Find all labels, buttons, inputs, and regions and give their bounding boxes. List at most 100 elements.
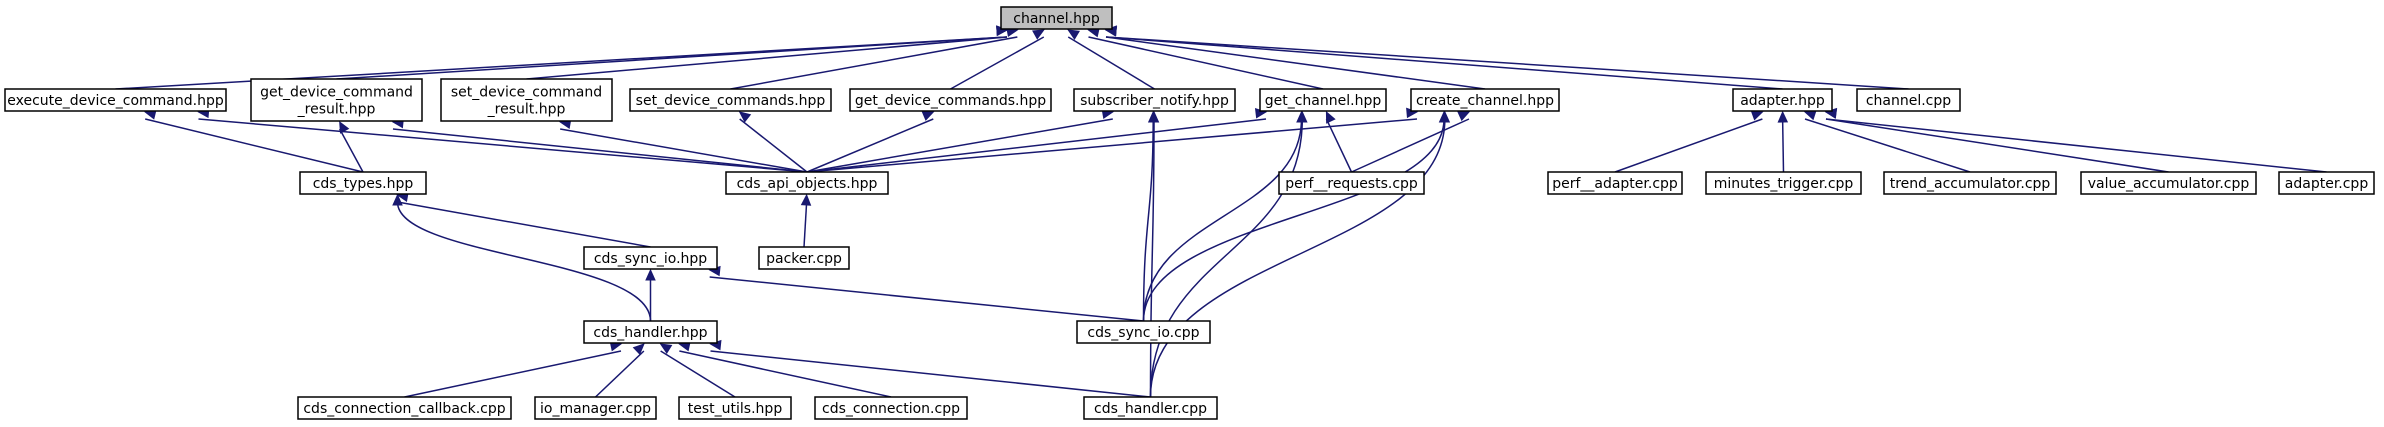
node-box <box>2080 171 2257 195</box>
node-perf-adapter[interactable]: perf__adapter.cpp <box>1547 171 1683 195</box>
edge-line <box>1142 118 1154 322</box>
node-cds-types[interactable]: cds_types.hpp <box>299 171 427 195</box>
node-box <box>1883 171 2057 195</box>
edge-line <box>1067 36 1155 90</box>
node-box <box>629 88 832 112</box>
node-label: subscriber_notify.hpp <box>1080 93 1229 109</box>
node-label: adapter.hpp <box>1740 93 1825 109</box>
arrow-head <box>1067 29 1080 40</box>
node-adapter-cpp[interactable]: adapter.cpp <box>2278 171 2375 195</box>
arrow-head <box>1750 110 1764 121</box>
node-label: get_device_command <box>260 85 413 101</box>
edges-layer <box>115 25 2327 398</box>
edge-line <box>1142 118 1303 322</box>
node-test-utils[interactable]: test_utils.hpp <box>678 396 792 420</box>
node-cds-handler-hpp[interactable]: cds_handler.hpp <box>583 320 718 344</box>
node-create-channel[interactable]: create_channel.hpp <box>1410 88 1560 112</box>
edge-get_channel-to-channel_hpp <box>1087 27 1324 90</box>
arrow-head <box>921 111 935 121</box>
node-execute-device-command[interactable]: execute_device_command.hpp <box>4 88 227 112</box>
edge-line <box>1351 118 1470 173</box>
node-box <box>678 396 792 420</box>
node-io-manager[interactable]: io_manager.cpp <box>534 396 657 420</box>
node-cds-sync-io-hpp[interactable]: cds_sync_io.hpp <box>583 246 718 270</box>
node-channel-cpp[interactable]: channel.cpp <box>1856 88 1961 112</box>
node-label: channel.cpp <box>1866 93 1951 109</box>
edge-line <box>806 118 1267 173</box>
node-box <box>1547 171 1683 195</box>
edge-line <box>679 350 892 398</box>
arrow-head <box>645 268 656 281</box>
node-get-device-commands[interactable]: get_device_commands.hpp <box>849 88 1052 112</box>
node-cds-handler-cpp[interactable]: cds_handler.cpp <box>1083 396 1218 420</box>
edge-cds_api_objects-to-get_device_command_result <box>391 117 808 173</box>
node-label: set_device_command <box>451 85 602 101</box>
edge-cds_api_objects-to-get_channel <box>806 107 1268 173</box>
edge-adapter_hpp-to-channel_hpp <box>1104 25 1783 90</box>
node-minutes-trigger[interactable]: minutes_trigger.cpp <box>1705 171 1862 195</box>
node-cds-sync-io-cpp[interactable]: cds_sync_io.cpp <box>1076 320 1211 344</box>
arrow-head <box>1147 110 1159 123</box>
node-box <box>1000 6 1113 30</box>
edge-line <box>806 118 1113 173</box>
edge-cds_handler_hpp-to-cds_types <box>392 193 652 322</box>
node-label: cds_connection.cpp <box>822 401 960 417</box>
edge-line <box>710 350 1151 398</box>
edge-line <box>950 36 1045 90</box>
arrow-head <box>800 193 812 206</box>
node-set-device-commands[interactable]: set_device_commands.hpp <box>629 88 832 112</box>
node-cds-connection[interactable]: cds_connection.cpp <box>814 396 968 420</box>
node-label: cds_connection_callback.cpp <box>303 401 505 417</box>
node-box <box>1856 88 1961 112</box>
node-label: io_manager.cpp <box>540 401 651 417</box>
edge-perf_adapter-to-adapter_hpp <box>1614 110 1764 173</box>
node-trend-accumulator[interactable]: trend_accumulator.cpp <box>1883 171 2057 195</box>
edge-line <box>660 350 736 398</box>
edge-line <box>1149 118 1155 398</box>
node-get-channel[interactable]: get_channel.hpp <box>1259 88 1387 112</box>
edge-line <box>526 36 1008 80</box>
node-box <box>2278 171 2375 195</box>
arrow-head <box>632 343 645 356</box>
edge-line <box>806 118 934 173</box>
edge-line <box>1105 36 1486 90</box>
node-subscriber-notify[interactable]: subscriber_notify.hpp <box>1073 88 1236 112</box>
edge-cds_handler_cpp-to-create_channel <box>1149 110 1451 398</box>
edge-cds_types-to-get_device_command_result <box>339 120 364 173</box>
edge-perf_requests-to-create_channel <box>1351 111 1471 173</box>
node-cds-connection-callback[interactable]: cds_connection_callback.cpp <box>297 396 512 420</box>
node-value-accumulator[interactable]: value_accumulator.cpp <box>2080 171 2257 195</box>
node-label: trend_accumulator.cpp <box>1890 176 2051 192</box>
edge-line <box>392 128 808 173</box>
node-label: cds_sync_io.cpp <box>1087 325 1199 341</box>
node-set-device-command-result[interactable]: set_device_command_result.hpp <box>440 78 613 122</box>
node-packer[interactable]: packer.cpp <box>758 246 850 270</box>
node-channel-hpp[interactable]: channel.hpp <box>1000 6 1113 30</box>
node-label: cds_api_objects.hpp <box>737 176 878 192</box>
node-box <box>1083 396 1218 420</box>
edge-line <box>1825 118 2327 173</box>
arrow-head <box>1325 110 1336 124</box>
node-get-device-command-result[interactable]: get_device_command_result.hpp <box>250 78 423 122</box>
edge-line <box>336 36 1008 80</box>
arrow-head <box>1297 110 1308 123</box>
node-adapter-hpp[interactable]: adapter.hpp <box>1732 88 1833 112</box>
node-label: channel.hpp <box>1013 11 1100 27</box>
edge-line <box>404 350 622 398</box>
edge-cds_handler_cpp-to-cds_handler_hpp <box>709 339 1151 398</box>
arrow-head <box>1777 110 1789 123</box>
node-label: test_utils.hpp <box>688 401 783 417</box>
node-box <box>725 171 889 195</box>
arrow-head <box>738 111 752 123</box>
node-label: perf__requests.cpp <box>1285 176 1418 192</box>
edge-line <box>806 118 1418 173</box>
node-label: execute_device_command.hpp <box>7 93 224 109</box>
edge-line <box>730 36 1018 90</box>
arrow-head <box>1032 29 1045 40</box>
edge-line <box>1781 118 1785 173</box>
edge-value_accumulator-to-adapter_hpp <box>1824 108 2169 173</box>
edge-line <box>397 201 651 248</box>
node-cds-api-objects[interactable]: cds_api_objects.hpp <box>725 171 889 195</box>
node-perf-requests[interactable]: perf__requests.cpp <box>1278 171 1425 195</box>
edge-cds_api_objects-to-set_device_command_result <box>558 118 808 173</box>
